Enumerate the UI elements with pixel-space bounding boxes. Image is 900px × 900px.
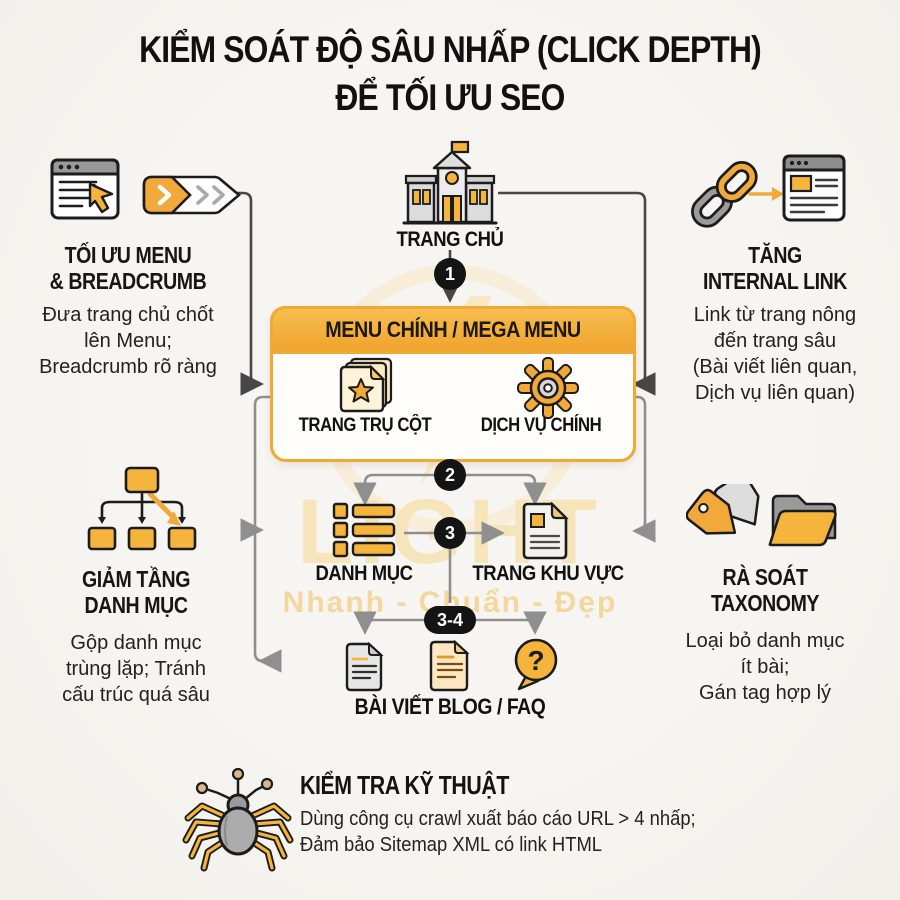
blog-faq-label: BÀI VIẾT BLOG / FAQ: [300, 694, 600, 720]
body-line: cấu trúc quá sâu: [62, 684, 210, 706]
pillar-pages-icon: [339, 357, 393, 413]
blog-doc-yellow-icon: [429, 640, 470, 692]
folder-icon: [768, 494, 837, 547]
step-3-badge: 3: [434, 517, 466, 549]
menu-breadcrumb-body: Đưa trang chủ chốt lên Menu; Breadcrumb …: [0, 302, 256, 380]
heading-line: RÀ SOÁT: [722, 564, 808, 590]
category-label: DANH MỤC: [298, 562, 430, 586]
category-list-icon: [332, 502, 396, 558]
menu-breadcrumb-heading: TỐI ƯU MENU & BREADCRUMB: [0, 242, 256, 295]
body-line: Dùng công cụ crawl xuất báo cáo URL > 4 …: [300, 808, 696, 830]
mega-menu-box: MENU CHÍNH / MEGA MENU TRANG TRỤ CỘT DỊC…: [270, 306, 636, 462]
heading-line: TỐI ƯU MENU: [64, 242, 192, 268]
body-line: lên Menu;: [84, 330, 172, 352]
spider-crawler-icon: [182, 767, 294, 872]
hierarchy-icon: [87, 466, 197, 551]
body-line: Gán tag hợp lý: [698, 682, 832, 704]
taxonomy-body: Loại bỏ danh mục ít bài; Gán tag hợp lý: [645, 628, 885, 706]
cursor-icon: [88, 182, 114, 214]
services-label: DỊCH VỤ CHÍNH: [451, 415, 631, 437]
heading-line: TĂNG: [748, 242, 802, 268]
arrow-right-icon: [748, 187, 784, 201]
heading-line: KIỂM TRA KỸ THUẬT: [300, 770, 509, 800]
body-line: trùng lặp; Tránh: [65, 658, 207, 680]
reduce-depth-heading: GIẢM TẦNG DANH MỤC: [16, 566, 256, 619]
page-title: KIỂM SOÁT ĐỘ SÂU NHẤP (CLICK DEPTH) ĐỂ T…: [0, 26, 900, 122]
page-title-line2: ĐỂ TỐI ƯU SEO: [335, 77, 565, 119]
body-line: Link từ trang nông: [693, 304, 857, 326]
body-line: đến trang sâu: [713, 330, 837, 352]
faq-bubble-icon: ?: [514, 638, 558, 691]
internal-link-heading: TĂNG INTERNAL LINK: [655, 242, 895, 295]
body-line: Đưa trang chủ chốt: [42, 304, 214, 326]
page-title-line1: KIỂM SOÁT ĐỘ SÂU NHẤP (CLICK DEPTH): [139, 29, 762, 70]
label-line: TRANG KHU VỰC: [472, 562, 624, 585]
taxonomy-heading: RÀ SOÁT TAXONOMY: [650, 564, 880, 617]
heading-line: INTERNAL LINK: [703, 268, 847, 295]
breadcrumb-icon: [142, 175, 242, 215]
star-icon: [348, 378, 374, 403]
question-mark: ?: [527, 645, 544, 676]
region-page-icon: [522, 502, 569, 560]
body-line: (Bài viết liên quan,: [692, 356, 858, 378]
label-line: BÀI VIẾT BLOG / FAQ: [354, 694, 546, 719]
label-line: TRANG TRỤ CỘT: [298, 415, 432, 436]
heading-line: GIẢM TẦNG: [81, 566, 191, 592]
body-line: ít bài;: [740, 656, 790, 678]
label-line: DỊCH VỤ CHÍNH: [480, 415, 602, 436]
region-page-label: TRANG KHU VỰC: [458, 562, 638, 586]
services-gear-icon: [517, 357, 579, 419]
browser-menu-icon: [50, 158, 120, 220]
step-2-badge: 2: [434, 459, 466, 491]
step-1-badge: 1: [434, 258, 466, 290]
blog-doc-gray-icon: [345, 642, 384, 692]
internal-link-chain-icon: [691, 161, 758, 228]
reduce-depth-body: Gộp danh mục trùng lặp; Tránh cấu trúc q…: [16, 630, 256, 708]
body-line: Breadcrumb rõ ràng: [39, 356, 217, 378]
browser-content-icon: [782, 154, 846, 222]
body-line: Đảm bảo Sitemap XML có link HTML: [300, 834, 603, 856]
heading-line: DANH MỤC: [84, 592, 188, 619]
technical-body: Dùng công cụ crawl xuất báo cáo URL > 4 …: [300, 806, 860, 858]
label-line: DANH MỤC: [315, 562, 413, 585]
step-3-4-badge: 3-4: [424, 606, 476, 634]
tags-icon: [686, 484, 760, 535]
body-line: Gộp danh mục: [70, 632, 202, 654]
homepage-building-icon: [402, 140, 498, 225]
pillar-pages-label: TRANG TRỤ CỘT: [275, 415, 455, 437]
heading-line: & BREADCRUMB: [49, 268, 207, 295]
body-line: Loại bỏ danh mục: [685, 630, 845, 652]
body-line: Dịch vụ liên quan): [694, 382, 856, 404]
technical-heading: KIỂM TRA KỸ THUẬT: [300, 770, 555, 801]
label-line: TRANG CHỦ: [396, 228, 504, 251]
internal-link-body: Link từ trang nông đến trang sâu (Bài vi…: [650, 302, 900, 406]
homepage-label: TRANG CHỦ: [370, 228, 530, 252]
mega-menu-header-label: MENU CHÍNH / MEGA MENU: [325, 317, 581, 342]
heading-line: TAXONOMY: [710, 590, 820, 617]
mega-menu-header: MENU CHÍNH / MEGA MENU: [270, 306, 636, 354]
